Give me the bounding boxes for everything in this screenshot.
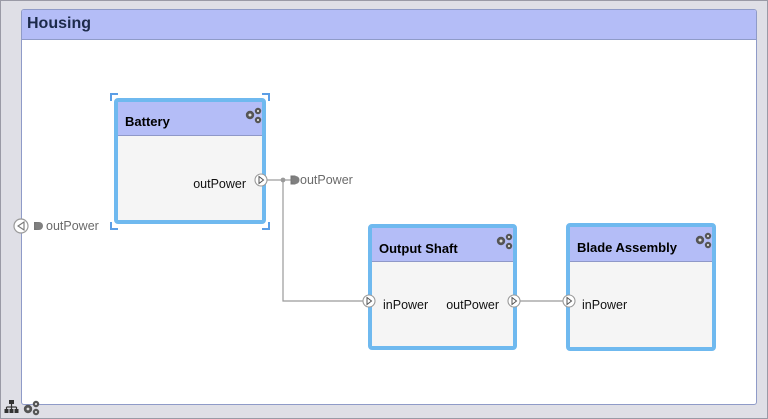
root-port-arrow-icon [17, 220, 25, 232]
output-shaft-inpower-port[interactable] [362, 294, 376, 308]
battery-port-outpower-label: outPower [193, 177, 246, 191]
gear-cluster-icon[interactable] [694, 231, 714, 251]
gear-cluster-icon[interactable] [495, 232, 515, 252]
output-shaft-port-outpower-label: outPower [446, 298, 499, 312]
battery-component[interactable]: Battery outPower [114, 98, 266, 224]
root-port-icon [13, 218, 29, 234]
housing-header[interactable]: Housing [22, 10, 756, 40]
battery-name: Battery [125, 114, 170, 129]
selection-handle-bl[interactable] [110, 222, 118, 230]
battery-external-port-dot [291, 176, 300, 184]
wire-junction-dot [280, 177, 286, 183]
housing-title: Housing [27, 15, 91, 32]
blade-assembly-header[interactable]: Blade Assembly [570, 227, 712, 262]
wire-battery-to-shaft [282, 180, 363, 302]
output-shaft-port-inpower-label: inPower [383, 298, 429, 312]
battery-header[interactable]: Battery [118, 102, 262, 136]
selection-handle-br[interactable] [262, 222, 270, 230]
selection-handle-tl[interactable] [110, 93, 118, 101]
blade-assembly-inpower-port[interactable] [562, 294, 576, 308]
blade-assembly-name: Blade Assembly [577, 240, 677, 255]
selection-handle-tr[interactable] [262, 93, 270, 101]
blade-assembly-port-inpower-label: inPower [582, 298, 628, 312]
output-shaft-component[interactable]: Output Shaft inPower outPower [368, 224, 517, 350]
battery-external-port-label: outPower [300, 173, 353, 187]
output-shaft-name: Output Shaft [379, 241, 458, 256]
output-shaft-header[interactable]: Output Shaft [372, 228, 513, 262]
gear-cluster-icon[interactable] [244, 106, 264, 126]
blade-assembly-component[interactable]: Blade Assembly inPower [566, 223, 716, 351]
battery-outpower-port[interactable] [254, 173, 268, 187]
hierarchy-icon[interactable] [4, 398, 48, 416]
output-shaft-outpower-port[interactable] [507, 294, 521, 308]
root-port-label: outPower [46, 219, 99, 233]
